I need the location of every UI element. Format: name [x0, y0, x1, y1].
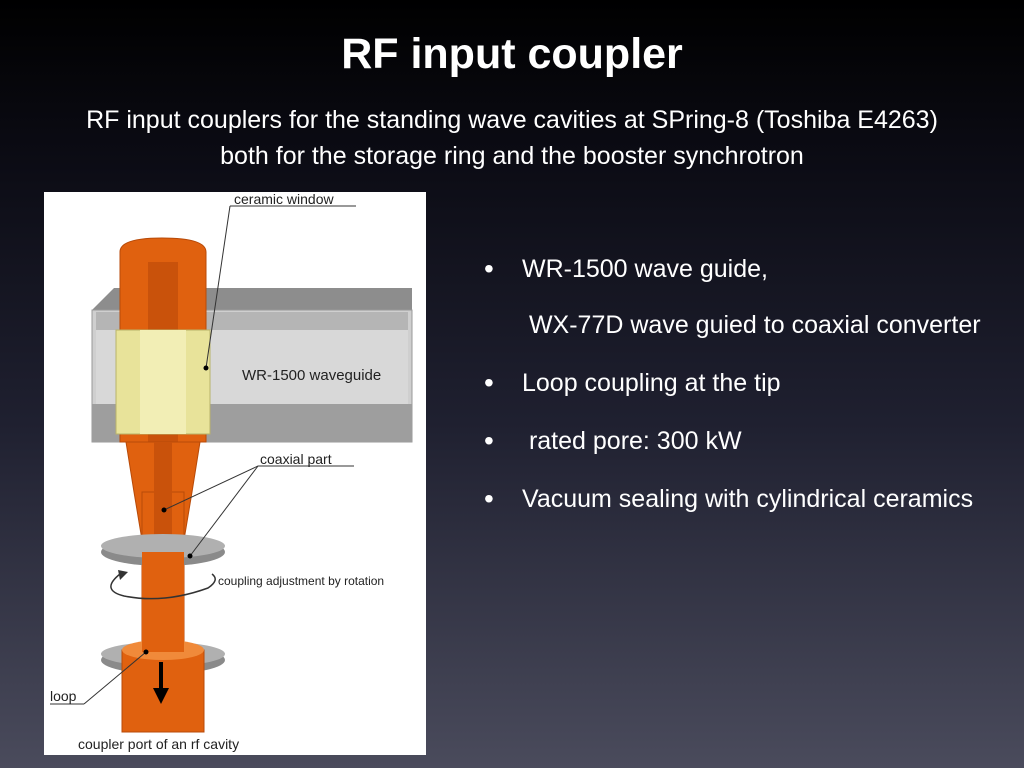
bullet-text: Vacuum sealing with cylindrical ceramics [522, 485, 974, 513]
bullet-dot: • [484, 367, 494, 398]
bullet-text: rated pore: 300 kW [522, 427, 742, 455]
rotation-arc [110, 573, 216, 600]
bullet-text: Loop coupling at the tip [522, 369, 781, 397]
coupler-diagram: ceramic window WR-1500 waveguide coaxial… [44, 192, 426, 755]
subtitle-line-1: RF input couplers for the standing wave … [86, 106, 938, 134]
slide-title: RF input coupler [341, 30, 683, 78]
bullet-item: • Loop coupling at the tip [480, 366, 1000, 400]
label-loop: loop [50, 688, 77, 704]
bullet-dot: • [484, 425, 494, 456]
bullet-text: WX-77D wave guied to coaxial converter [522, 311, 981, 339]
label-coupling-adjustment: coupling adjustment by rotation [218, 574, 384, 588]
bullet-item: • WR-1500 wave guide, [480, 252, 1000, 286]
label-waveguide: WR-1500 waveguide [242, 367, 381, 384]
bullet-item: • Vacuum sealing with cylindrical cerami… [480, 482, 1000, 516]
bullet-item: • rated pore: 300 kW [480, 424, 1000, 458]
bullet-dot: • [484, 483, 494, 514]
label-ceramic-window: ceramic window [234, 192, 334, 207]
label-coaxial-part: coaxial part [260, 451, 332, 467]
bullet-text: WR-1500 wave guide, [522, 255, 768, 283]
slide-subtitle: RF input couplers for the standing wave … [0, 102, 1024, 174]
bullet-list: • WR-1500 wave guide, WX-77D wave guied … [480, 252, 1000, 540]
subtitle-line-2: both for the storage ring and the booste… [220, 142, 804, 170]
label-coupler-port: coupler port of an rf cavity [78, 736, 239, 752]
down-arrow [153, 688, 169, 704]
bullet-dot: • [484, 253, 494, 284]
bullet-item-continuation: WX-77D wave guied to coaxial converter [480, 308, 1000, 342]
